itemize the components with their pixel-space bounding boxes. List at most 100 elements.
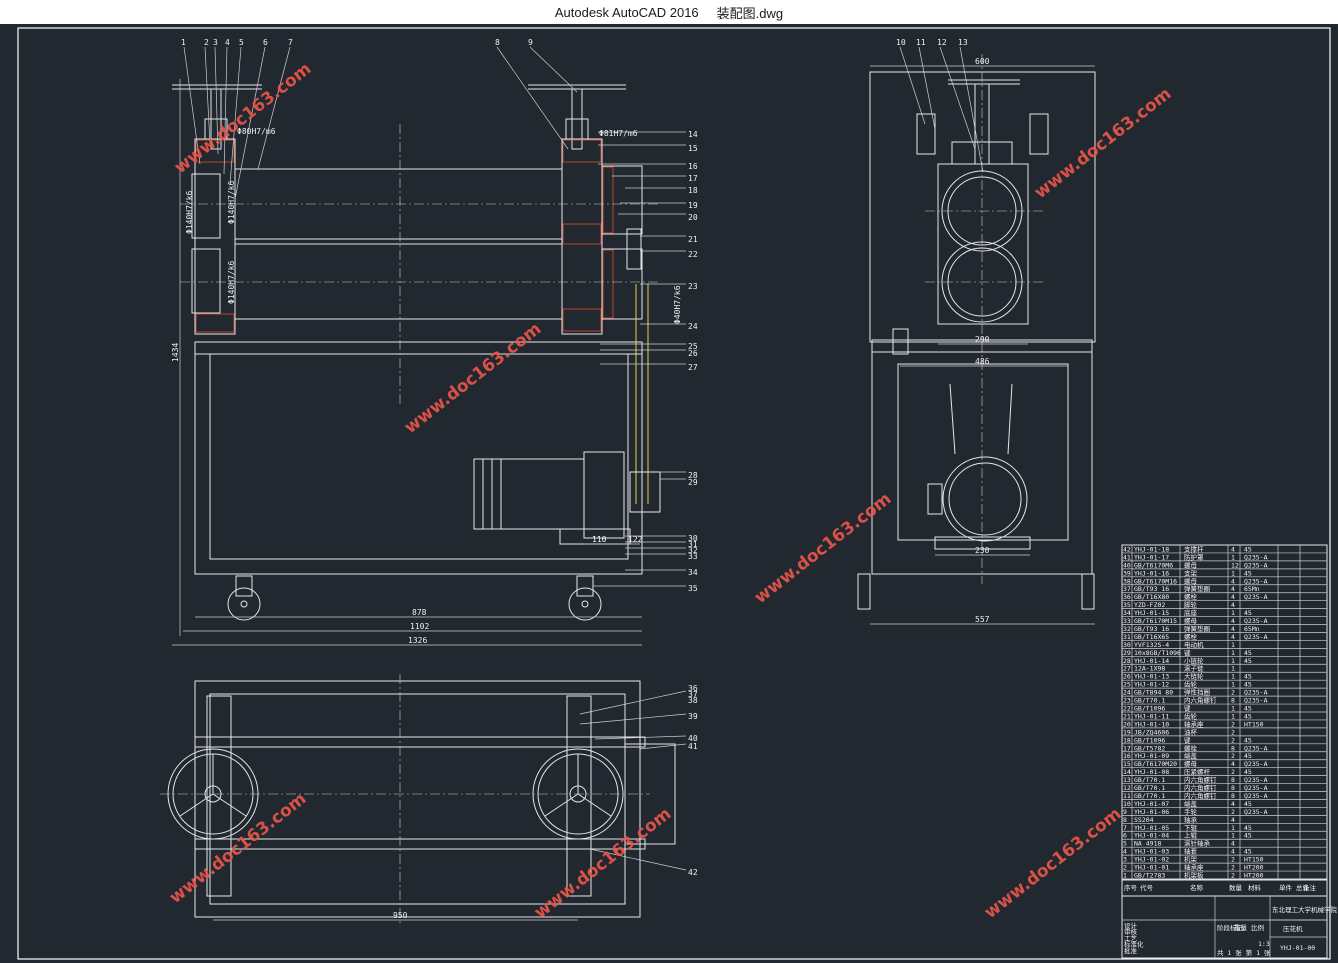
- bom-row-name: 键: [1184, 648, 1191, 657]
- bom-row-mat: Q235-A: [1244, 760, 1268, 768]
- bom-row-mat: Q235-A: [1244, 553, 1268, 561]
- bom-row-name: 底座: [1184, 608, 1198, 617]
- part-number-13: 13: [958, 38, 968, 47]
- title-block-label: 批准: [1124, 946, 1138, 955]
- bom-row-no: 30: [1123, 641, 1131, 649]
- bom-row-mat: 45: [1244, 545, 1252, 553]
- part-number-3: 3: [213, 38, 218, 47]
- bom-row-qty: 1: [1231, 832, 1235, 840]
- bom-row-name: 电动机: [1184, 640, 1204, 649]
- bom-row-no: 31: [1123, 633, 1131, 641]
- bom-row-name: 手轮: [1184, 807, 1198, 816]
- part-number-9: 9: [528, 38, 533, 47]
- bom-row-qty: 2: [1231, 768, 1235, 776]
- bom-row-mat: 45: [1244, 681, 1252, 689]
- dim-878: 878: [412, 608, 427, 617]
- bom-row-qty: 1: [1231, 641, 1235, 649]
- bom-row-mat: 65Mn: [1244, 585, 1260, 593]
- bom-row-qty: 8: [1231, 776, 1235, 784]
- bom-row-no: 23: [1123, 697, 1131, 705]
- cad-drawing[interactable]: 42YHJ-01-18支撑杆44541YHJ-01-17防护罩1Q235-A40…: [0, 24, 1338, 963]
- bom-row-mat: 45: [1244, 736, 1252, 744]
- bom-row-name: 上辊: [1184, 831, 1198, 840]
- window-titlebar: Autodesk AutoCAD 2016 装配图.dwg: [0, 0, 1338, 25]
- part-number-15: 15: [688, 144, 698, 153]
- bom-row-mat: HT150: [1244, 856, 1264, 864]
- part-number-35: 35: [688, 584, 698, 593]
- bom-row-name: 内六角螺钉: [1184, 791, 1217, 800]
- app-title: Autodesk AutoCAD 2016: [554, 4, 699, 20]
- bom-row-no: 4: [1123, 848, 1127, 856]
- title-block-label: 标准化: [1124, 940, 1144, 949]
- bom-row-no: 37: [1123, 585, 1131, 593]
- bom-row-name: 内六角螺钉: [1184, 775, 1217, 784]
- bom-row-code: GB/T70.1: [1134, 776, 1165, 784]
- bom-row-code: GB/T2783: [1134, 872, 1165, 880]
- bom-row-qty: 1: [1231, 609, 1235, 617]
- part-number-30: 30: [688, 534, 698, 543]
- title-block: 东北理工大学机械学院 压花机 YHJ-01-00 1:3 共 1 张 第 1 张…: [1121, 895, 1338, 959]
- part-number-38: 38: [688, 696, 698, 705]
- title-school: 东北理工大学机械学院: [1272, 905, 1338, 914]
- bom-row-qty: 1: [1231, 673, 1235, 681]
- bom-row-qty: 4: [1231, 601, 1235, 609]
- bom-row-no: 32: [1123, 625, 1131, 633]
- bom-row-no: 34: [1123, 609, 1131, 617]
- part-number-17: 17: [688, 174, 698, 183]
- bom-row-qty: 8: [1231, 697, 1235, 705]
- part-number-33: 33: [688, 552, 698, 561]
- bom-row-no: 20: [1123, 720, 1131, 728]
- title-sheet: 共 1 张 第 1 张: [1217, 948, 1271, 957]
- bom-row-no: 13: [1123, 776, 1131, 784]
- bom-row-code: YHJ-01-05: [1134, 824, 1169, 832]
- watermark-3: www.doc163.com: [1031, 84, 1176, 203]
- sheet-border: [17, 27, 1331, 960]
- bom-row-code: YHJ-01-12: [1134, 681, 1169, 689]
- bom-row-qty: 1: [1231, 569, 1235, 577]
- bom-header-name: 名称: [1190, 883, 1204, 892]
- bom-row-no: 16: [1123, 752, 1131, 760]
- part-number-36: 36: [688, 684, 698, 693]
- bom-header-code: 代号: [1140, 883, 1154, 892]
- bom-row-no: 33: [1123, 617, 1131, 625]
- dim-600: 600: [975, 57, 990, 66]
- bom-row-name: 键: [1184, 704, 1191, 713]
- part-number-23: 23: [688, 282, 698, 291]
- bom-row-name: 端盖: [1184, 751, 1198, 760]
- dim-557: 557: [975, 615, 990, 624]
- part-number-21: 21: [688, 235, 698, 244]
- bom-header-weight: 单件 总计: [1279, 883, 1309, 892]
- bom-row-mat: Q235-A: [1244, 689, 1268, 697]
- bom-row-no: 38: [1123, 577, 1131, 585]
- fit-label-2: Φ81H7/m6: [599, 129, 638, 138]
- part-number-37: 37: [688, 690, 698, 699]
- bom-row-code: GB/T16X65: [1134, 633, 1169, 641]
- bom-row-no: 22: [1123, 705, 1131, 713]
- part-number-26: 26: [688, 349, 698, 358]
- bom-row-name: 螺栓: [1184, 592, 1198, 601]
- bom-row-name: 支架: [1184, 568, 1198, 577]
- bom-row-code: GB/T6170M16: [1134, 577, 1177, 585]
- bom-row-no: 36: [1123, 593, 1131, 601]
- bom-row-code: YHJ-01-06: [1134, 808, 1169, 816]
- plan-view: [160, 674, 676, 924]
- bom-row-qty: 1: [1231, 665, 1235, 673]
- bom-row-qty: 4: [1231, 848, 1235, 856]
- bom-row-mat: 45: [1244, 609, 1252, 617]
- dimension-labels: 878 1102 1326 1434 110 122 600 290 486 2…: [171, 57, 990, 920]
- bom-row-mat: 45: [1244, 705, 1252, 713]
- bom-row-name: 端盖: [1184, 799, 1198, 808]
- bom-row-mat: 45: [1244, 824, 1252, 832]
- bom-row-mat: Q235-A: [1244, 617, 1268, 625]
- fit-label-5: Φ140H7/k6: [227, 260, 236, 304]
- bom-row-qty: 4: [1231, 816, 1235, 824]
- bom-row-qty: 4: [1231, 760, 1235, 768]
- bom-row-code: YHJ-01-09: [1134, 752, 1169, 760]
- bom-row-code: YHJ-01-02: [1134, 856, 1169, 864]
- watermark-2: www.doc163.com: [401, 319, 546, 438]
- bom-row-code: JB/ZQ4606: [1134, 728, 1169, 736]
- bom-row-mat: Q235-A: [1244, 633, 1268, 641]
- bom-row-code: GB/T16X80: [1134, 593, 1169, 601]
